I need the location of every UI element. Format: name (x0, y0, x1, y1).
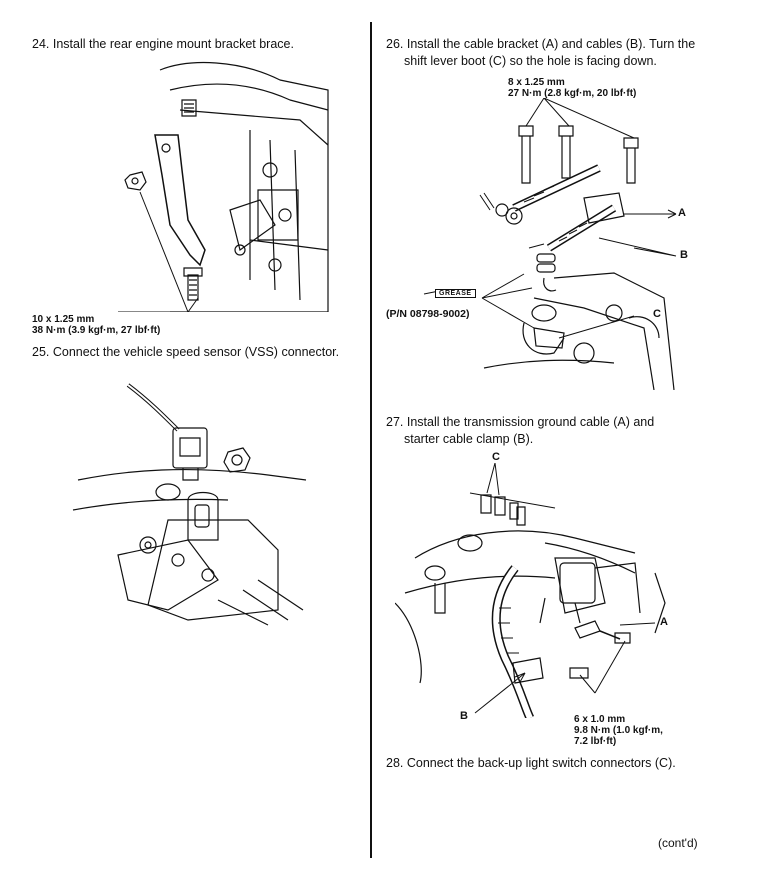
step-26-line-2: shift lever boot (C) so the hole is faci… (404, 54, 657, 68)
callout-27-c: C (492, 451, 500, 463)
spec-24-size: 10 x 1.25 mm (32, 314, 95, 325)
spec-27-torque-cont: 7.2 lbf·ft) (574, 736, 617, 747)
step-24-spec: 10 x 1.25 mm 38 N·m (3.9 kgf·m, 27 lbf·f… (32, 314, 160, 336)
spec-26-size: 8 x 1.25 mm (508, 77, 565, 88)
step-25-text: 25. Connect the vehicle speed sensor (VS… (32, 345, 340, 359)
step-26-text: 26. Install the cable bracket (A) and ca… (386, 36, 695, 70)
vss-connector-illustration (68, 380, 308, 626)
callout-26-c: C (653, 308, 661, 320)
callout-27-b: B (460, 710, 468, 722)
step-27-line-1: 27. Install the transmission ground cabl… (386, 415, 655, 429)
grease-tube-label: GREASE (435, 289, 476, 298)
spec-27-size: 6 x 1.0 mm (574, 714, 626, 725)
step-26-line-1: 26. Install the cable bracket (A) and ca… (386, 37, 696, 51)
continued-marker: (cont'd) (658, 836, 698, 850)
step-24-text: 24. Install the rear engine mount bracke… (32, 37, 294, 51)
ground-cable-illustration (395, 463, 675, 718)
step-26-spec: 8 x 1.25 mm 27 N·m (2.8 kgf·m, 20 lbf·ft… (508, 77, 636, 99)
step-27-line-2: starter cable clamp (B). (404, 432, 534, 446)
spec-26-torque: 27 N·m (2.8 kgf·m, 20 lbf·ft) (508, 88, 637, 99)
callout-26-a: A (678, 207, 686, 219)
grease-part-number: (P/N 08798-9002) (386, 308, 470, 320)
step-28-text: 28. Connect the back-up light switch con… (386, 756, 676, 770)
cable-bracket-illustration (384, 98, 684, 390)
spec-24-torque: 38 N·m (3.9 kgf·m, 27 lbf·ft) (32, 325, 161, 336)
step-27-spec: 6 x 1.0 mm 9.8 N·m (1.0 kgf·m, 7.2 lbf·f… (574, 714, 663, 747)
rear-engine-mount-illustration (100, 50, 332, 312)
step-27-text: 27. Install the transmission ground cabl… (386, 414, 654, 448)
spec-27-torque: 9.8 N·m (1.0 kgf·m, (574, 725, 663, 736)
callout-26-b: B (680, 249, 688, 261)
callout-27-a: A (660, 616, 668, 628)
column-divider (370, 22, 372, 858)
